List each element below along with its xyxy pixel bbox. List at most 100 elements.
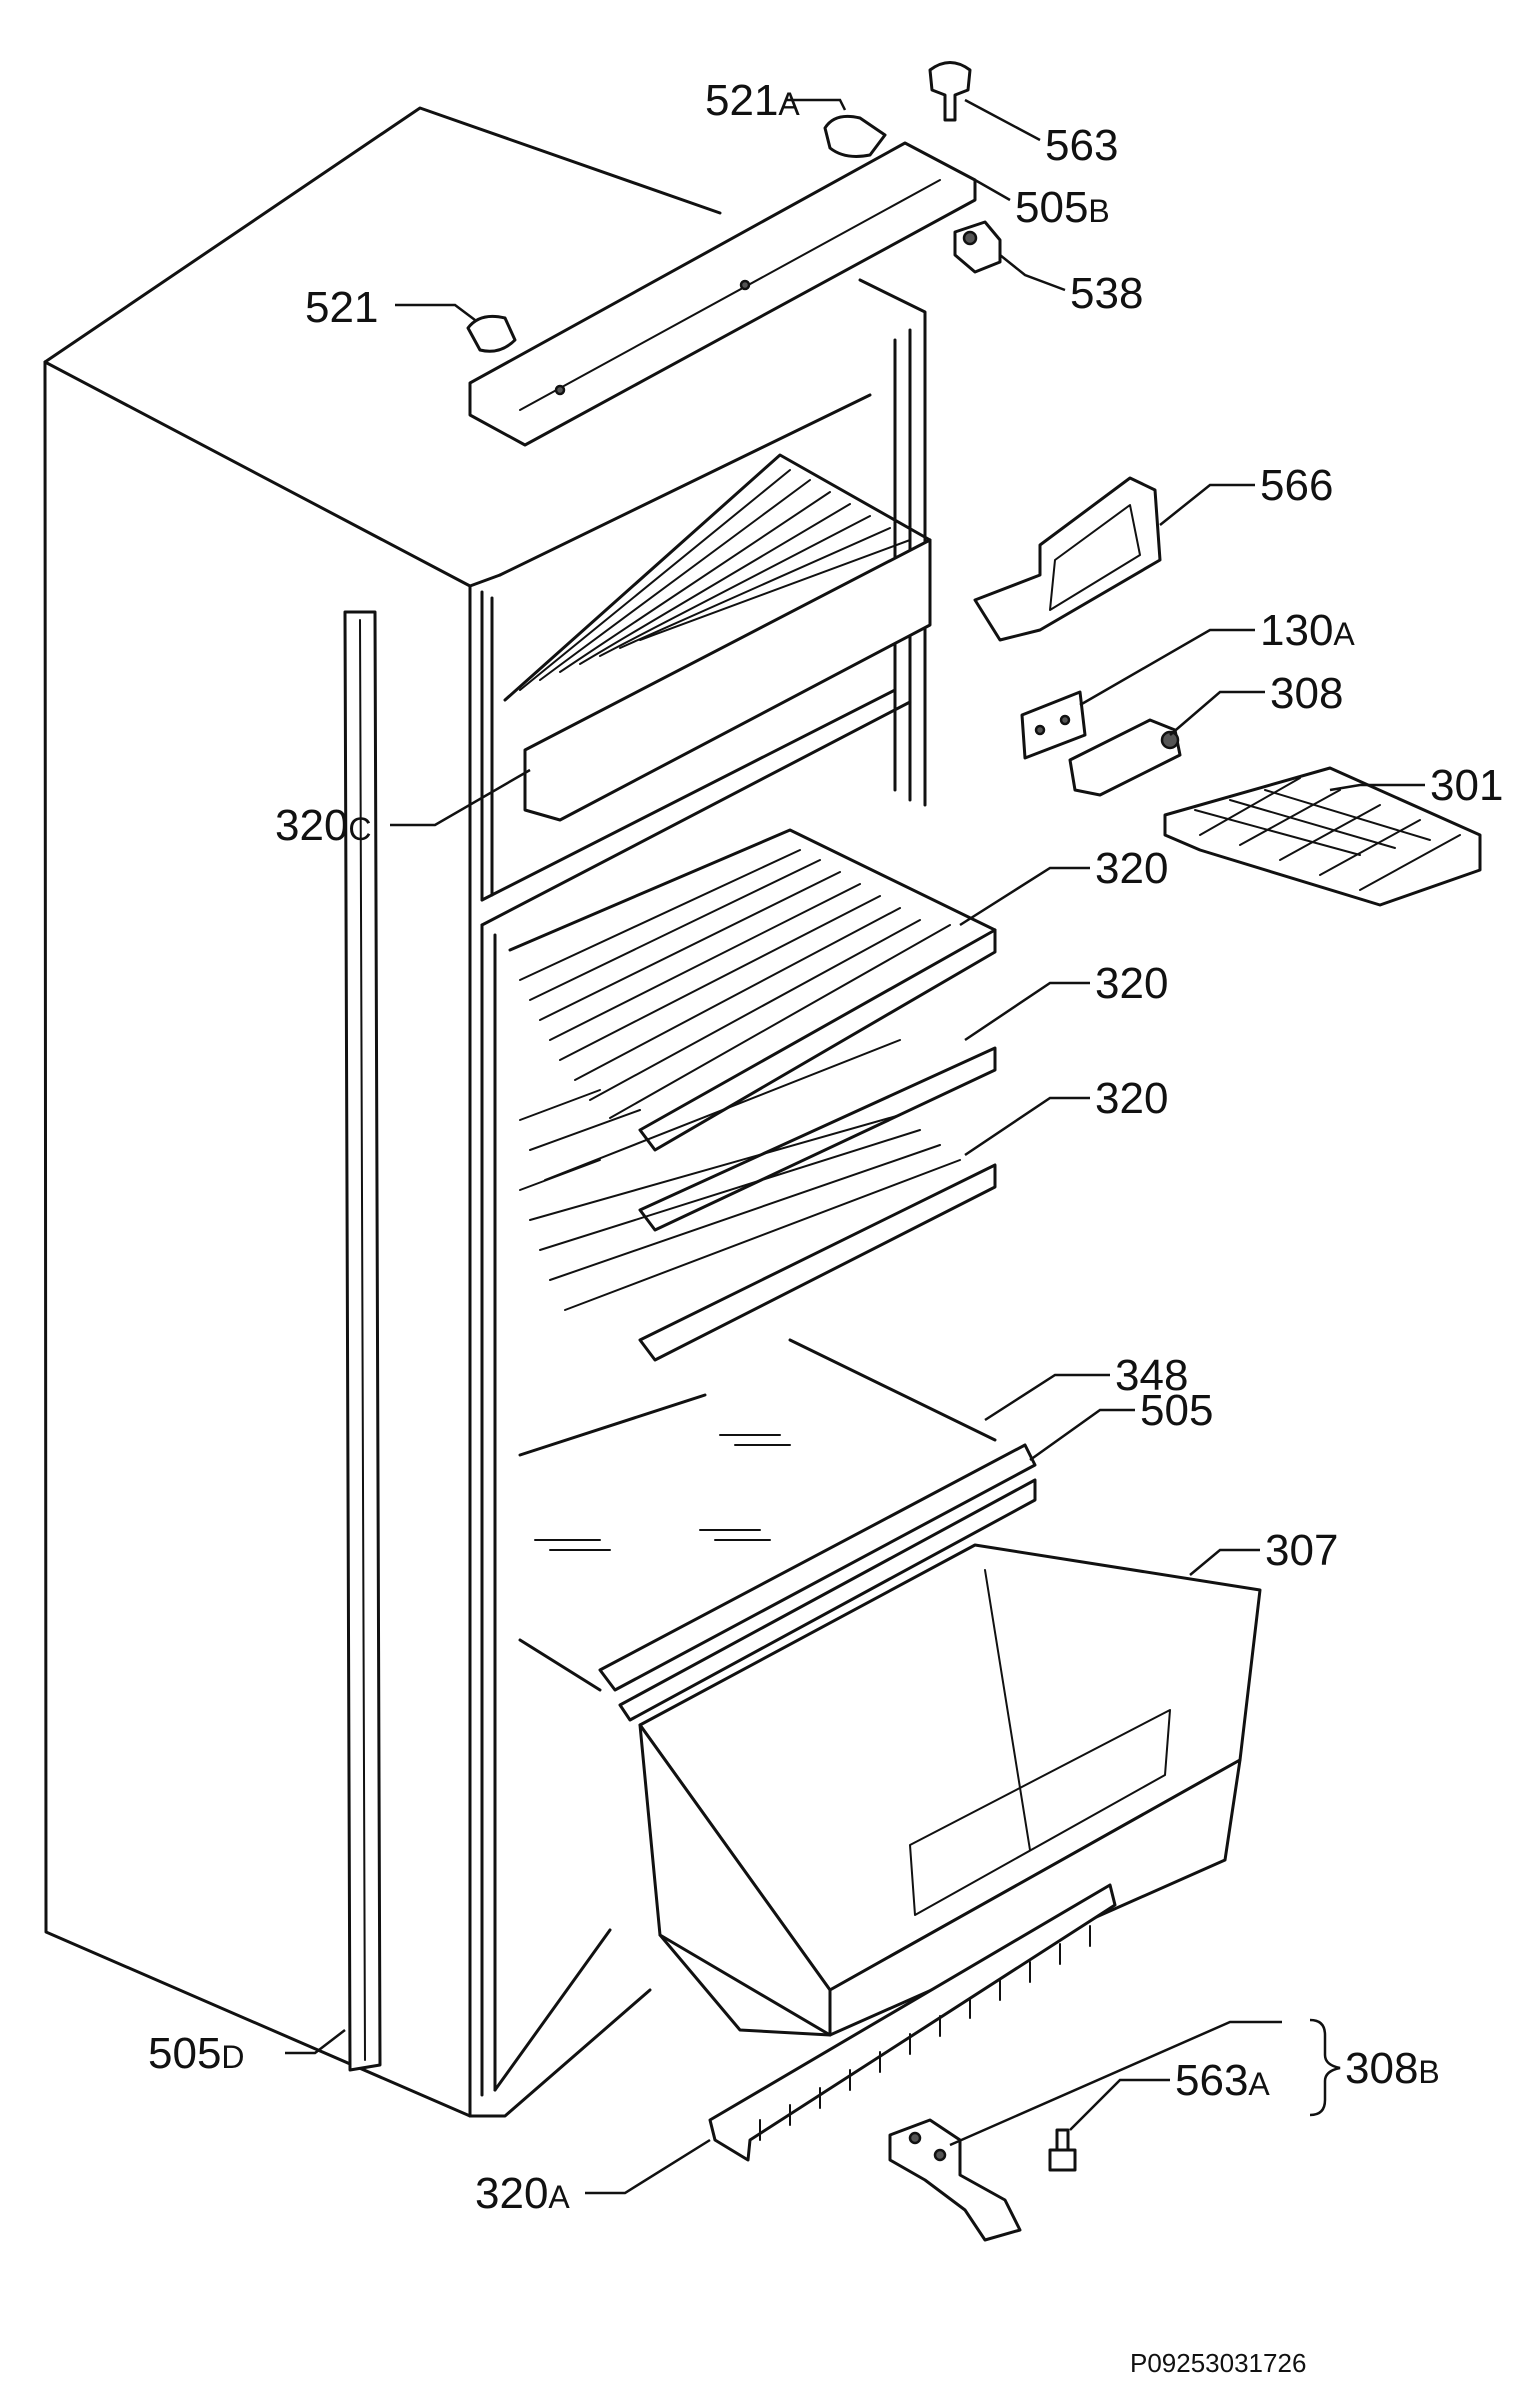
- leader-566: [1159, 483, 1255, 526]
- leader-301: [1329, 783, 1425, 792]
- pin-563a-head: [1048, 2148, 1077, 2172]
- bottom-hinge-308b: [888, 2118, 1022, 2242]
- scraper-566: [973, 476, 1162, 642]
- freezer-shelf-320c: [503, 453, 932, 822]
- hinge-bar-groove: [519, 179, 941, 411]
- bottom-hinge-hole-2: [933, 2148, 947, 2162]
- label-308: 308: [1270, 669, 1343, 718]
- part-labels: 521A 563 505B 521 538 566 130A 308 301 3…: [148, 76, 1503, 2218]
- shelf-1-grid: [519, 849, 951, 1119]
- leader-563: [964, 98, 1041, 142]
- trim-505-upper: [598, 1443, 1037, 1692]
- leader-320-1: [959, 866, 1090, 927]
- label-307: 307: [1265, 1526, 1338, 1575]
- pin-563a-shaft: [1055, 2128, 1070, 2152]
- label-563a: 563A: [1175, 2056, 1270, 2105]
- bracket-538: [953, 220, 1002, 274]
- leader-320c: [390, 768, 531, 827]
- leader-563a: [1069, 2078, 1170, 2131]
- hinge-308: [1068, 718, 1182, 797]
- shelf-320c-top-edges: [503, 453, 932, 702]
- hinge-bar-hole-2: [554, 384, 566, 396]
- leader-521a: [785, 98, 847, 111]
- shelf-3-grid: [519, 1114, 961, 1311]
- plate-130a-hole-2: [1059, 714, 1071, 726]
- bracket-538-hole: [962, 230, 978, 246]
- plate-130a-body: [1020, 690, 1087, 760]
- leader-130a: [1079, 628, 1255, 707]
- vent-grille-body: [708, 1883, 1117, 2162]
- top-hinge-bar-505b: [468, 141, 977, 447]
- cap-521-body: [466, 314, 517, 353]
- leader-505d: [285, 2029, 346, 2055]
- label-563: 563: [1045, 121, 1118, 170]
- vent-slots: [759, 1925, 1091, 2141]
- freezer-divider-lower: [480, 700, 912, 927]
- shelf-1-front-rail: [638, 928, 997, 1152]
- leader-308: [1169, 690, 1265, 736]
- glass-reflection-1: [719, 1434, 791, 1446]
- ice-tray-cells: [1194, 777, 1461, 891]
- scraper-566-recess: [1049, 504, 1141, 611]
- glass-shelf-348: [518, 1338, 997, 1692]
- label-505: 505: [1140, 1386, 1213, 1435]
- bracket-538-body: [953, 220, 1002, 274]
- freezer-divider: [480, 688, 897, 902]
- cap-521a: [823, 114, 887, 158]
- leader-505: [1029, 1408, 1135, 1462]
- fridge-shelf-1: [508, 828, 997, 1152]
- document-number: P09253031726: [1130, 2348, 1306, 2378]
- drawer-inner-corner: [984, 1569, 1031, 1851]
- vent-grille-320a: [708, 1883, 1117, 2162]
- cabinet-side-panel: [43, 360, 472, 2118]
- leader-307: [1189, 1548, 1260, 1576]
- scraper-566-body: [973, 476, 1162, 642]
- label-566: 566: [1260, 461, 1333, 510]
- label-505d: 505D: [148, 2029, 245, 2078]
- hinge-308-pin: [1160, 730, 1180, 750]
- drawer-handle-recess: [909, 1709, 1171, 1916]
- pin-563: [928, 61, 972, 122]
- leader-lines: [285, 98, 1425, 2195]
- fridge-shelf-3: [519, 1114, 997, 1362]
- hinge-bar-hole-1: [739, 279, 751, 291]
- fridge-inner-bottom: [493, 1928, 612, 2092]
- label-301: 301: [1430, 761, 1503, 810]
- plate-130a: [1020, 690, 1087, 760]
- gasket-505d-groove: [359, 619, 366, 2061]
- hinge-308-body: [1068, 718, 1182, 797]
- bottom-hinge-hole-1: [908, 2131, 922, 2145]
- ice-tray-301: [1163, 766, 1482, 907]
- glass-reflection-3: [699, 1529, 771, 1541]
- bottom-hinge-body: [888, 2118, 1022, 2242]
- leader-320-3: [964, 1096, 1090, 1157]
- cabinet-top-panel: [43, 106, 722, 364]
- shelf-320c-front: [523, 538, 932, 822]
- label-505b: 505B: [1015, 183, 1110, 232]
- label-320c: 320C: [275, 801, 372, 850]
- cabinet: [43, 106, 927, 2118]
- drawer-bottom-edge: [658, 1933, 832, 2037]
- cabinet-front-bottom-edge: [468, 1988, 652, 2118]
- crisper-drawer-307: [638, 1543, 1262, 2037]
- leader-505b: [974, 178, 1011, 202]
- pin-563a: [1048, 2128, 1077, 2172]
- shelf-320c-grid: [519, 469, 911, 691]
- trim-505-lower: [618, 1478, 1037, 1722]
- glass-shelf-back-right: [788, 1338, 997, 1442]
- door-gasket-505d: [343, 610, 382, 2072]
- leader-521: [395, 303, 476, 321]
- label-521a: 521A: [705, 76, 800, 125]
- freezer-opening-top: [498, 393, 872, 577]
- glass-shelf-front-left: [518, 1638, 602, 1692]
- cabinet-front-top-corner: [468, 573, 502, 588]
- shelf-trim-505: [598, 1443, 1037, 1722]
- leader-348: [984, 1373, 1110, 1422]
- leader-320a: [585, 2138, 711, 2195]
- leader-308b: [949, 2020, 1282, 2147]
- label-348: 348: [1115, 1351, 1188, 1400]
- pin-563-body: [928, 61, 972, 122]
- label-538: 538: [1070, 269, 1143, 318]
- shelf-2-grid: [519, 1039, 901, 1181]
- label-308b: 308B: [1345, 2044, 1440, 2093]
